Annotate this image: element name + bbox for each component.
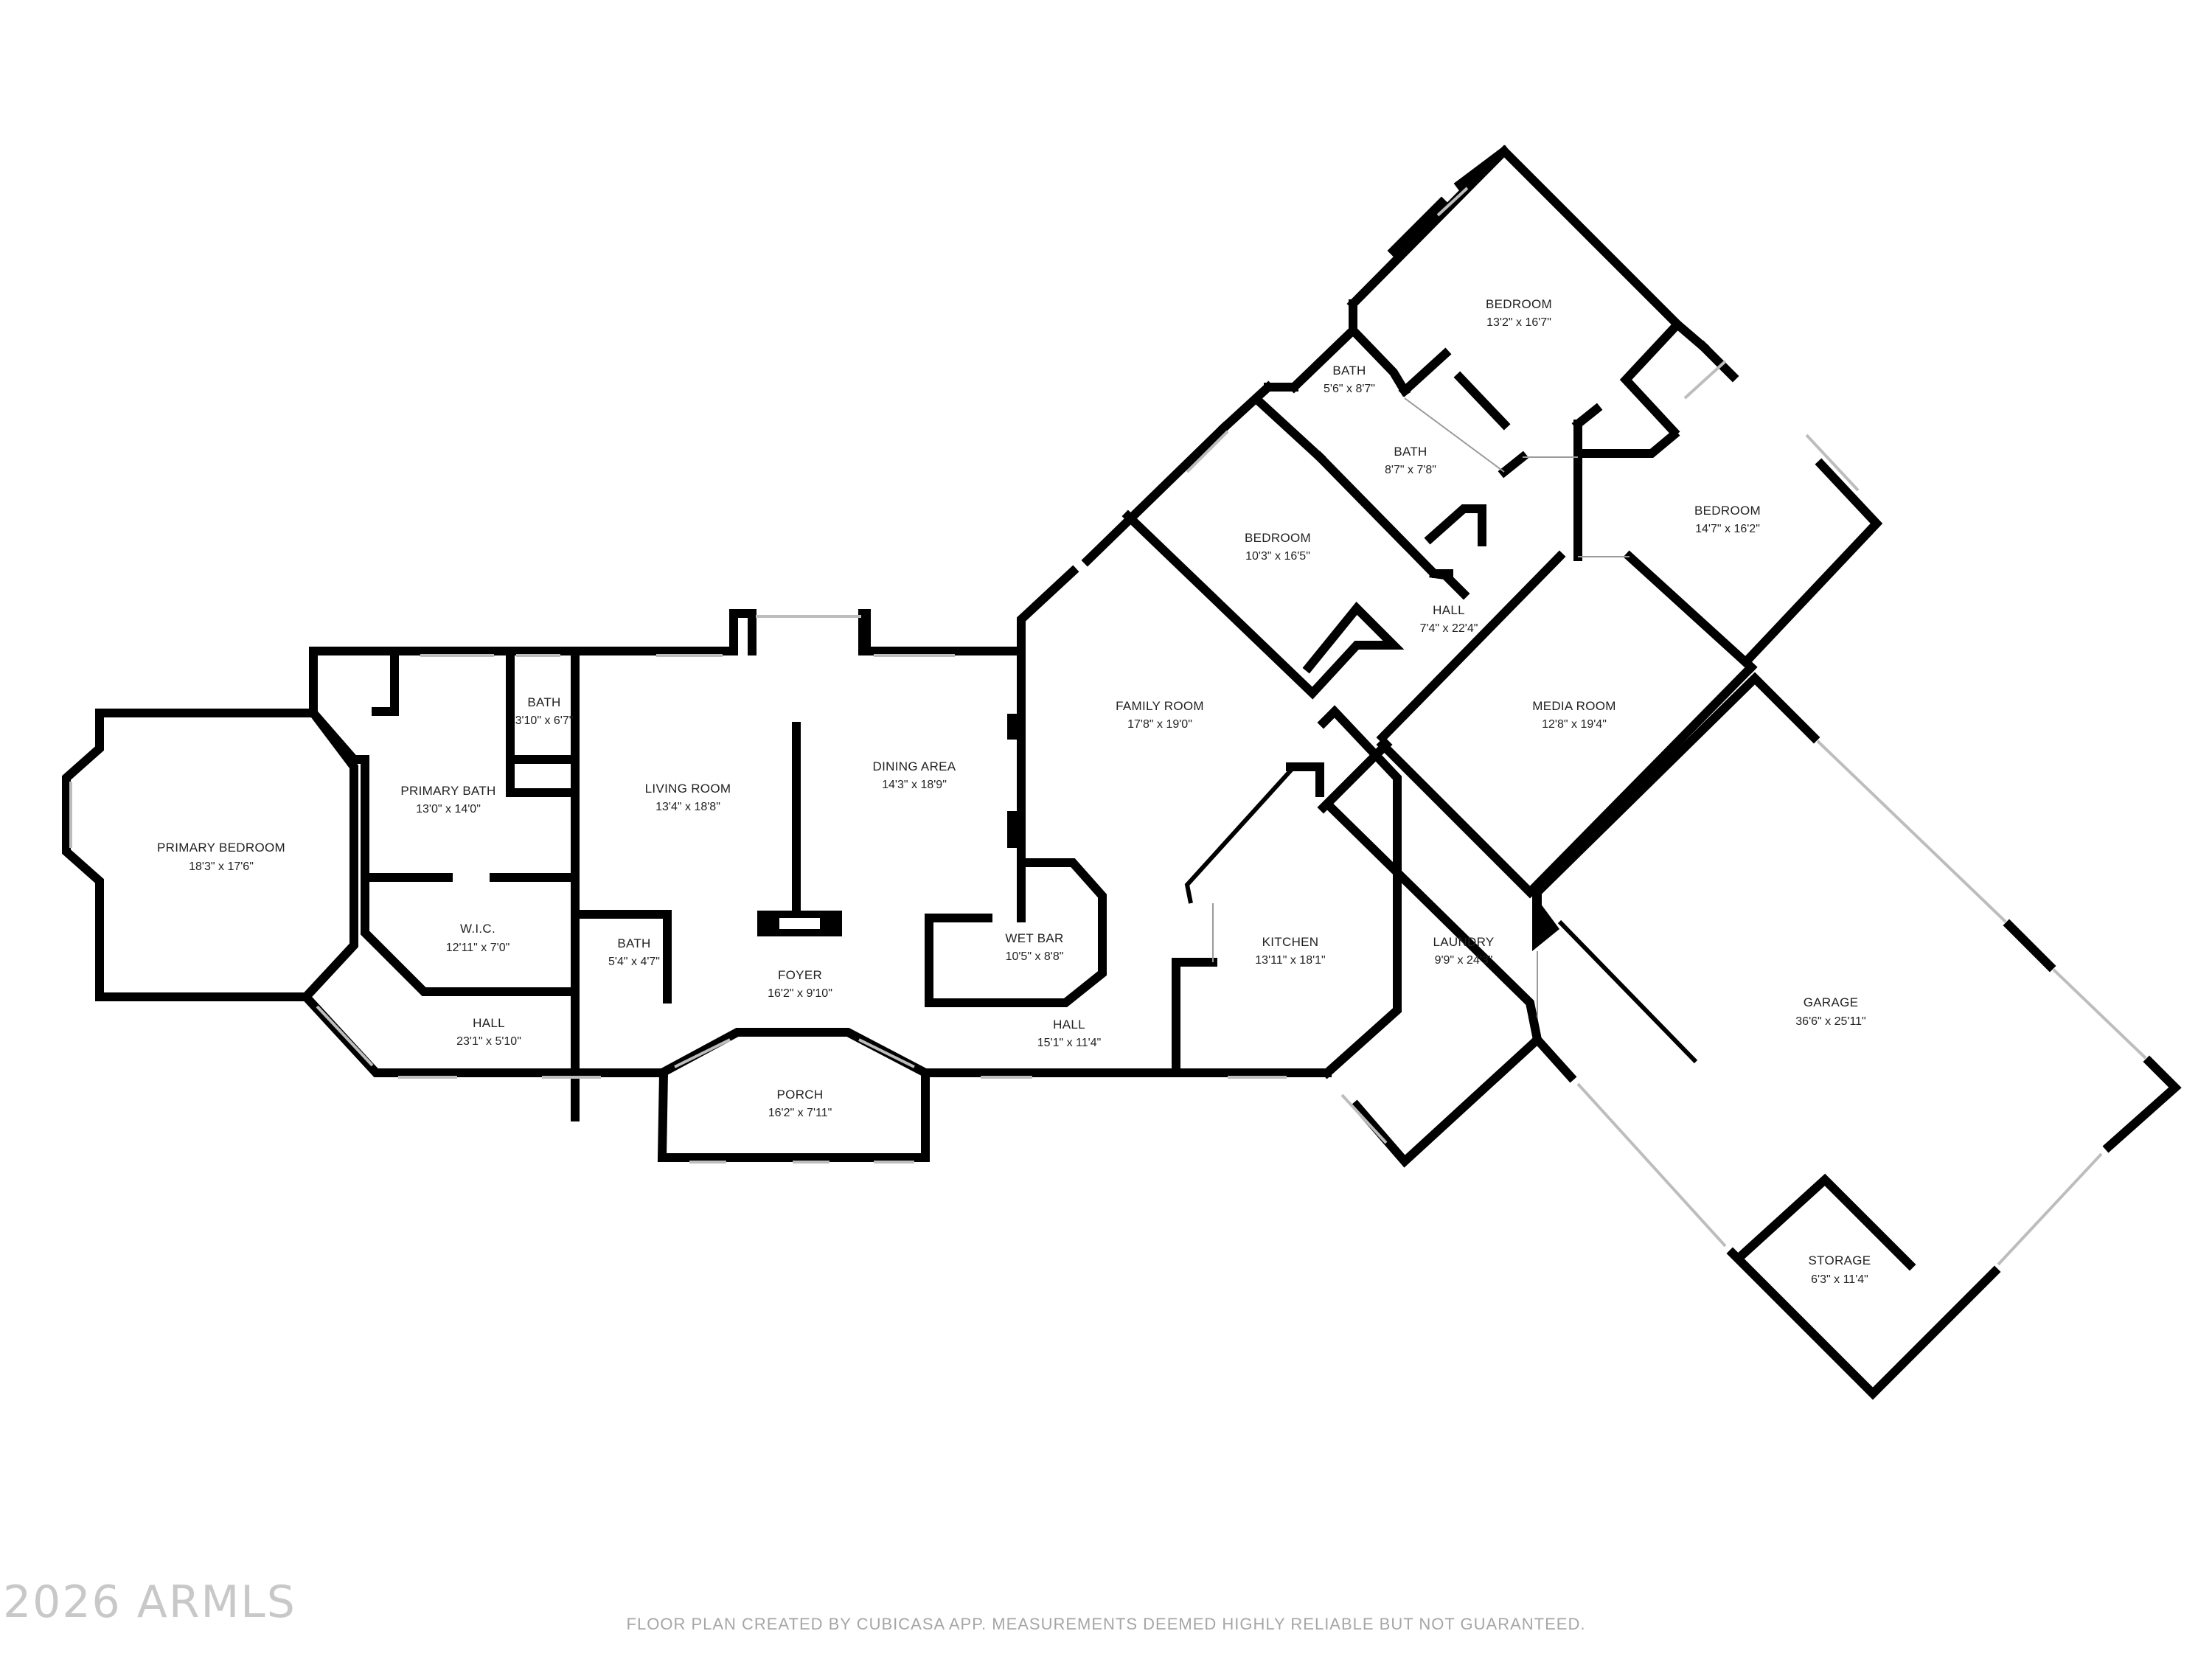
room-dim: 8'7" x 7'8" — [1385, 464, 1436, 476]
room-name: HALL — [473, 1016, 505, 1030]
room-dim: 15'1" x 11'4" — [1037, 1037, 1102, 1049]
room-label: HALL 23'1" x 5'10" — [456, 1016, 521, 1048]
room-name: DINING AREA — [873, 759, 956, 773]
room-dim: 10'5" x 8'8" — [1006, 950, 1064, 963]
room-dim: 7'4" x 22'4" — [1420, 622, 1478, 635]
room-name: KITCHEN — [1262, 935, 1319, 949]
room-label: STORAGE 6'3" x 11'4" — [1809, 1253, 1871, 1286]
room-dim: 9'9" x 24'3" — [1435, 954, 1493, 967]
room-label: HALL 7'4" x 22'4" — [1420, 603, 1478, 635]
windows — [69, 187, 2147, 1266]
room-dim: 3'10" x 6'7" — [515, 714, 574, 727]
garage-walls — [1531, 672, 2182, 1400]
room-label: BEDROOM 13'2" x 16'7" — [1486, 297, 1552, 329]
room-label: BATH 8'7" x 7'8" — [1385, 445, 1436, 476]
room-label: W.I.C. 12'11" x 7'0" — [446, 922, 510, 954]
room-label: KITCHEN 13'11" x 18'1" — [1255, 935, 1325, 967]
room-label: FAMILY ROOM 17'8" x 19'0" — [1116, 699, 1204, 731]
disclaimer-text: FLOOR PLAN CREATED BY CUBICASA APP. MEAS… — [626, 1615, 1586, 1633]
room-dim: 16'2" x 7'11" — [768, 1107, 832, 1119]
room-dim: 10'3" x 16'5" — [1245, 550, 1310, 563]
room-dim: 12'11" x 7'0" — [446, 942, 510, 954]
room-name: STORAGE — [1809, 1253, 1871, 1267]
room-label: BATH 5'6" x 8'7" — [1324, 364, 1375, 395]
room-name: BATH — [1332, 364, 1366, 378]
room-name: FAMILY ROOM — [1116, 699, 1204, 713]
room-label: FOYER 16'2" x 9'10" — [768, 968, 832, 1000]
room-label: PRIMARY BEDROOM 18'3" x 17'6" — [157, 841, 285, 873]
room-name: LIVING ROOM — [645, 782, 731, 796]
room-dim: 5'6" x 8'7" — [1324, 383, 1375, 395]
room-dim: 13'11" x 18'1" — [1255, 954, 1325, 967]
room-dim: 17'8" x 19'0" — [1127, 718, 1192, 731]
room-dim: 36'6" x 25'11" — [1795, 1015, 1865, 1028]
room-name: WET BAR — [1005, 931, 1063, 945]
room-name: W.I.C. — [460, 922, 495, 936]
room-dim: 14'3" x 18'9" — [882, 779, 947, 791]
room-dim: 23'1" x 5'10" — [456, 1035, 521, 1048]
room-label: PORCH 16'2" x 7'11" — [768, 1088, 832, 1119]
room-name: BEDROOM — [1486, 297, 1552, 311]
room-name: LAUNDRY — [1433, 935, 1494, 949]
room-name: PRIMARY BATH — [400, 784, 495, 798]
room-dim: 13'0" x 14'0" — [416, 803, 481, 815]
room-label: LIVING ROOM 13'4" x 18'8" — [645, 782, 731, 813]
room-dim: 18'3" x 17'6" — [189, 860, 254, 873]
room-label: MEDIA ROOM 12'8" x 19'4" — [1532, 699, 1616, 731]
room-dim: 14'7" x 16'2" — [1695, 523, 1760, 535]
room-name: BATH — [617, 936, 650, 950]
room-label: BATH 5'4" x 4'7" — [608, 936, 660, 968]
room-name: HALL — [1433, 603, 1465, 617]
room-dim: 13'4" x 18'8" — [655, 801, 720, 813]
room-label: HALL 15'1" x 11'4" — [1037, 1018, 1102, 1049]
room-dim: 6'3" x 11'4" — [1811, 1273, 1868, 1286]
center-walls — [921, 421, 1402, 1079]
room-labels: PRIMARY BEDROOM 18'3" x 17'6" PRIMARY BAT… — [157, 297, 1871, 1286]
room-label: GARAGE 36'6" x 25'11" — [1795, 995, 1865, 1028]
room-label: DINING AREA 14'3" x 18'9" — [873, 759, 956, 791]
room-label: BEDROOM 14'7" x 16'2" — [1694, 504, 1761, 535]
room-name: HALL — [1053, 1018, 1085, 1032]
room-name: FOYER — [778, 968, 822, 982]
room-name: PRIMARY BEDROOM — [157, 841, 285, 855]
room-label: BEDROOM 10'3" x 16'5" — [1245, 531, 1311, 563]
north-wing-walls — [1121, 145, 1883, 1168]
room-name: BEDROOM — [1245, 531, 1311, 545]
room-name: MEDIA ROOM — [1532, 699, 1616, 713]
room-label: BATH 3'10" x 6'7" — [515, 695, 574, 727]
room-name: GARAGE — [1804, 995, 1859, 1009]
room-label: LAUNDRY 9'9" x 24'3" — [1433, 935, 1494, 967]
room-dim: 16'2" x 9'10" — [768, 987, 832, 1000]
room-name: BATH — [1394, 445, 1427, 459]
room-name: PORCH — [777, 1088, 824, 1102]
room-name: BEDROOM — [1694, 504, 1761, 518]
room-dim: 5'4" x 4'7" — [608, 956, 660, 968]
watermark: 2026 ARMLS — [3, 1576, 296, 1628]
room-dim: 13'2" x 16'7" — [1486, 316, 1551, 329]
room-name: BATH — [527, 695, 560, 709]
room-dim: 12'8" x 19'4" — [1542, 718, 1607, 731]
room-label: PRIMARY BATH 13'0" x 14'0" — [400, 784, 495, 815]
room-label: WET BAR 10'5" x 8'8" — [1005, 931, 1063, 963]
